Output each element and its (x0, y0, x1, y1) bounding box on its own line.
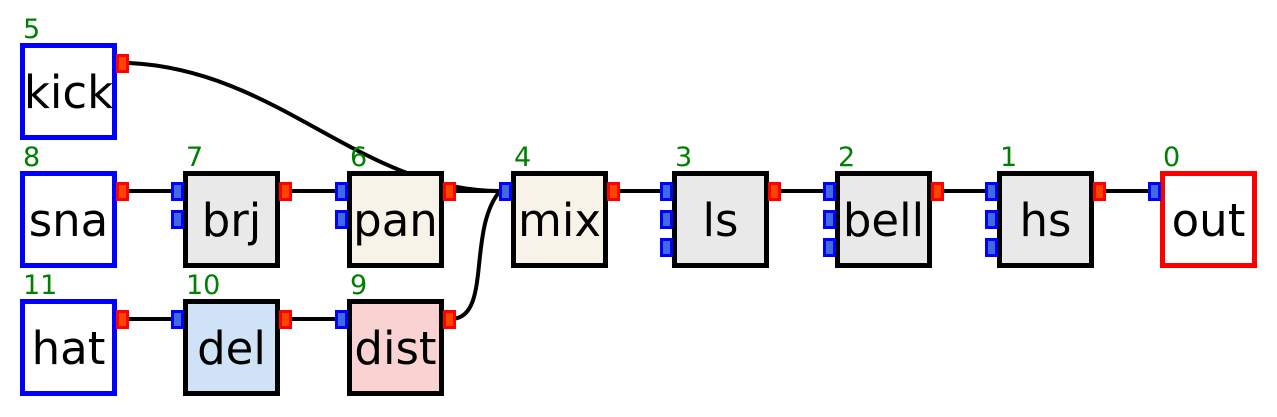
node-sna[interactable]: 8 sna (20, 143, 129, 268)
node-id-label: 4 (514, 142, 532, 173)
node-label: out (1171, 194, 1246, 247)
edge-dist-mix[interactable] (451, 189, 502, 321)
input-port[interactable] (823, 182, 836, 201)
input-port[interactable] (985, 210, 998, 229)
node-label: del (197, 322, 266, 375)
node-id-label: 9 (350, 270, 368, 301)
output-port[interactable] (443, 310, 456, 329)
input-port[interactable] (660, 182, 673, 201)
node-del[interactable]: 10 del (171, 271, 292, 396)
node-id-label: 0 (1163, 142, 1181, 173)
node-id-label: 3 (675, 142, 693, 173)
node-pan[interactable]: 6 pan (335, 143, 456, 268)
node-bell[interactable]: 2 bell (823, 143, 944, 268)
input-port[interactable] (499, 182, 512, 201)
node-mix[interactable]: 4 mix (499, 143, 620, 268)
node-ls[interactable]: 3 ls (660, 143, 781, 268)
node-hat[interactable]: 11 hat (20, 271, 129, 396)
input-port[interactable] (171, 310, 184, 329)
node-label: sna (28, 194, 109, 247)
node-label: mix (518, 194, 601, 247)
node-id-label: 5 (23, 14, 41, 45)
output-port[interactable] (279, 182, 292, 201)
input-port[interactable] (985, 238, 998, 257)
input-port[interactable] (335, 210, 348, 229)
input-port[interactable] (823, 238, 836, 257)
node-label: bell (842, 194, 925, 247)
node-id-label: 2 (838, 142, 856, 173)
output-port[interactable] (931, 182, 944, 201)
output-port[interactable] (1093, 182, 1106, 201)
output-port[interactable] (443, 182, 456, 201)
input-port[interactable] (335, 310, 348, 329)
input-port[interactable] (171, 210, 184, 229)
node-kick[interactable]: 5 kick (20, 15, 129, 140)
node-label: hs (1019, 194, 1072, 247)
output-port[interactable] (116, 310, 129, 329)
node-label: kick (23, 66, 114, 119)
input-port[interactable] (660, 210, 673, 229)
output-port[interactable] (116, 54, 129, 73)
node-id-label: 10 (186, 270, 221, 301)
node-label: dist (354, 322, 437, 375)
node-label: hat (31, 322, 106, 375)
node-id-label: 7 (186, 142, 204, 173)
node-hs[interactable]: 1 hs (985, 143, 1106, 268)
output-port[interactable] (116, 182, 129, 201)
node-id-label: 11 (23, 270, 58, 301)
node-id-label: 6 (350, 142, 368, 173)
input-port[interactable] (985, 182, 998, 201)
output-port[interactable] (768, 182, 781, 201)
input-port[interactable] (1148, 182, 1161, 201)
node-dist[interactable]: 9 dist (335, 271, 456, 396)
node-id-label: 8 (23, 142, 41, 173)
node-id-label: 1 (1000, 142, 1018, 173)
output-port[interactable] (279, 310, 292, 329)
input-port[interactable] (823, 210, 836, 229)
node-label: pan (353, 194, 438, 247)
output-port[interactable] (607, 182, 620, 201)
input-port[interactable] (335, 182, 348, 201)
node-out[interactable]: 0 out (1148, 143, 1257, 268)
input-port[interactable] (171, 182, 184, 201)
node-label: ls (702, 194, 739, 247)
node-brj[interactable]: 7 brj (171, 143, 292, 268)
input-port[interactable] (660, 238, 673, 257)
node-label: brj (201, 194, 262, 247)
